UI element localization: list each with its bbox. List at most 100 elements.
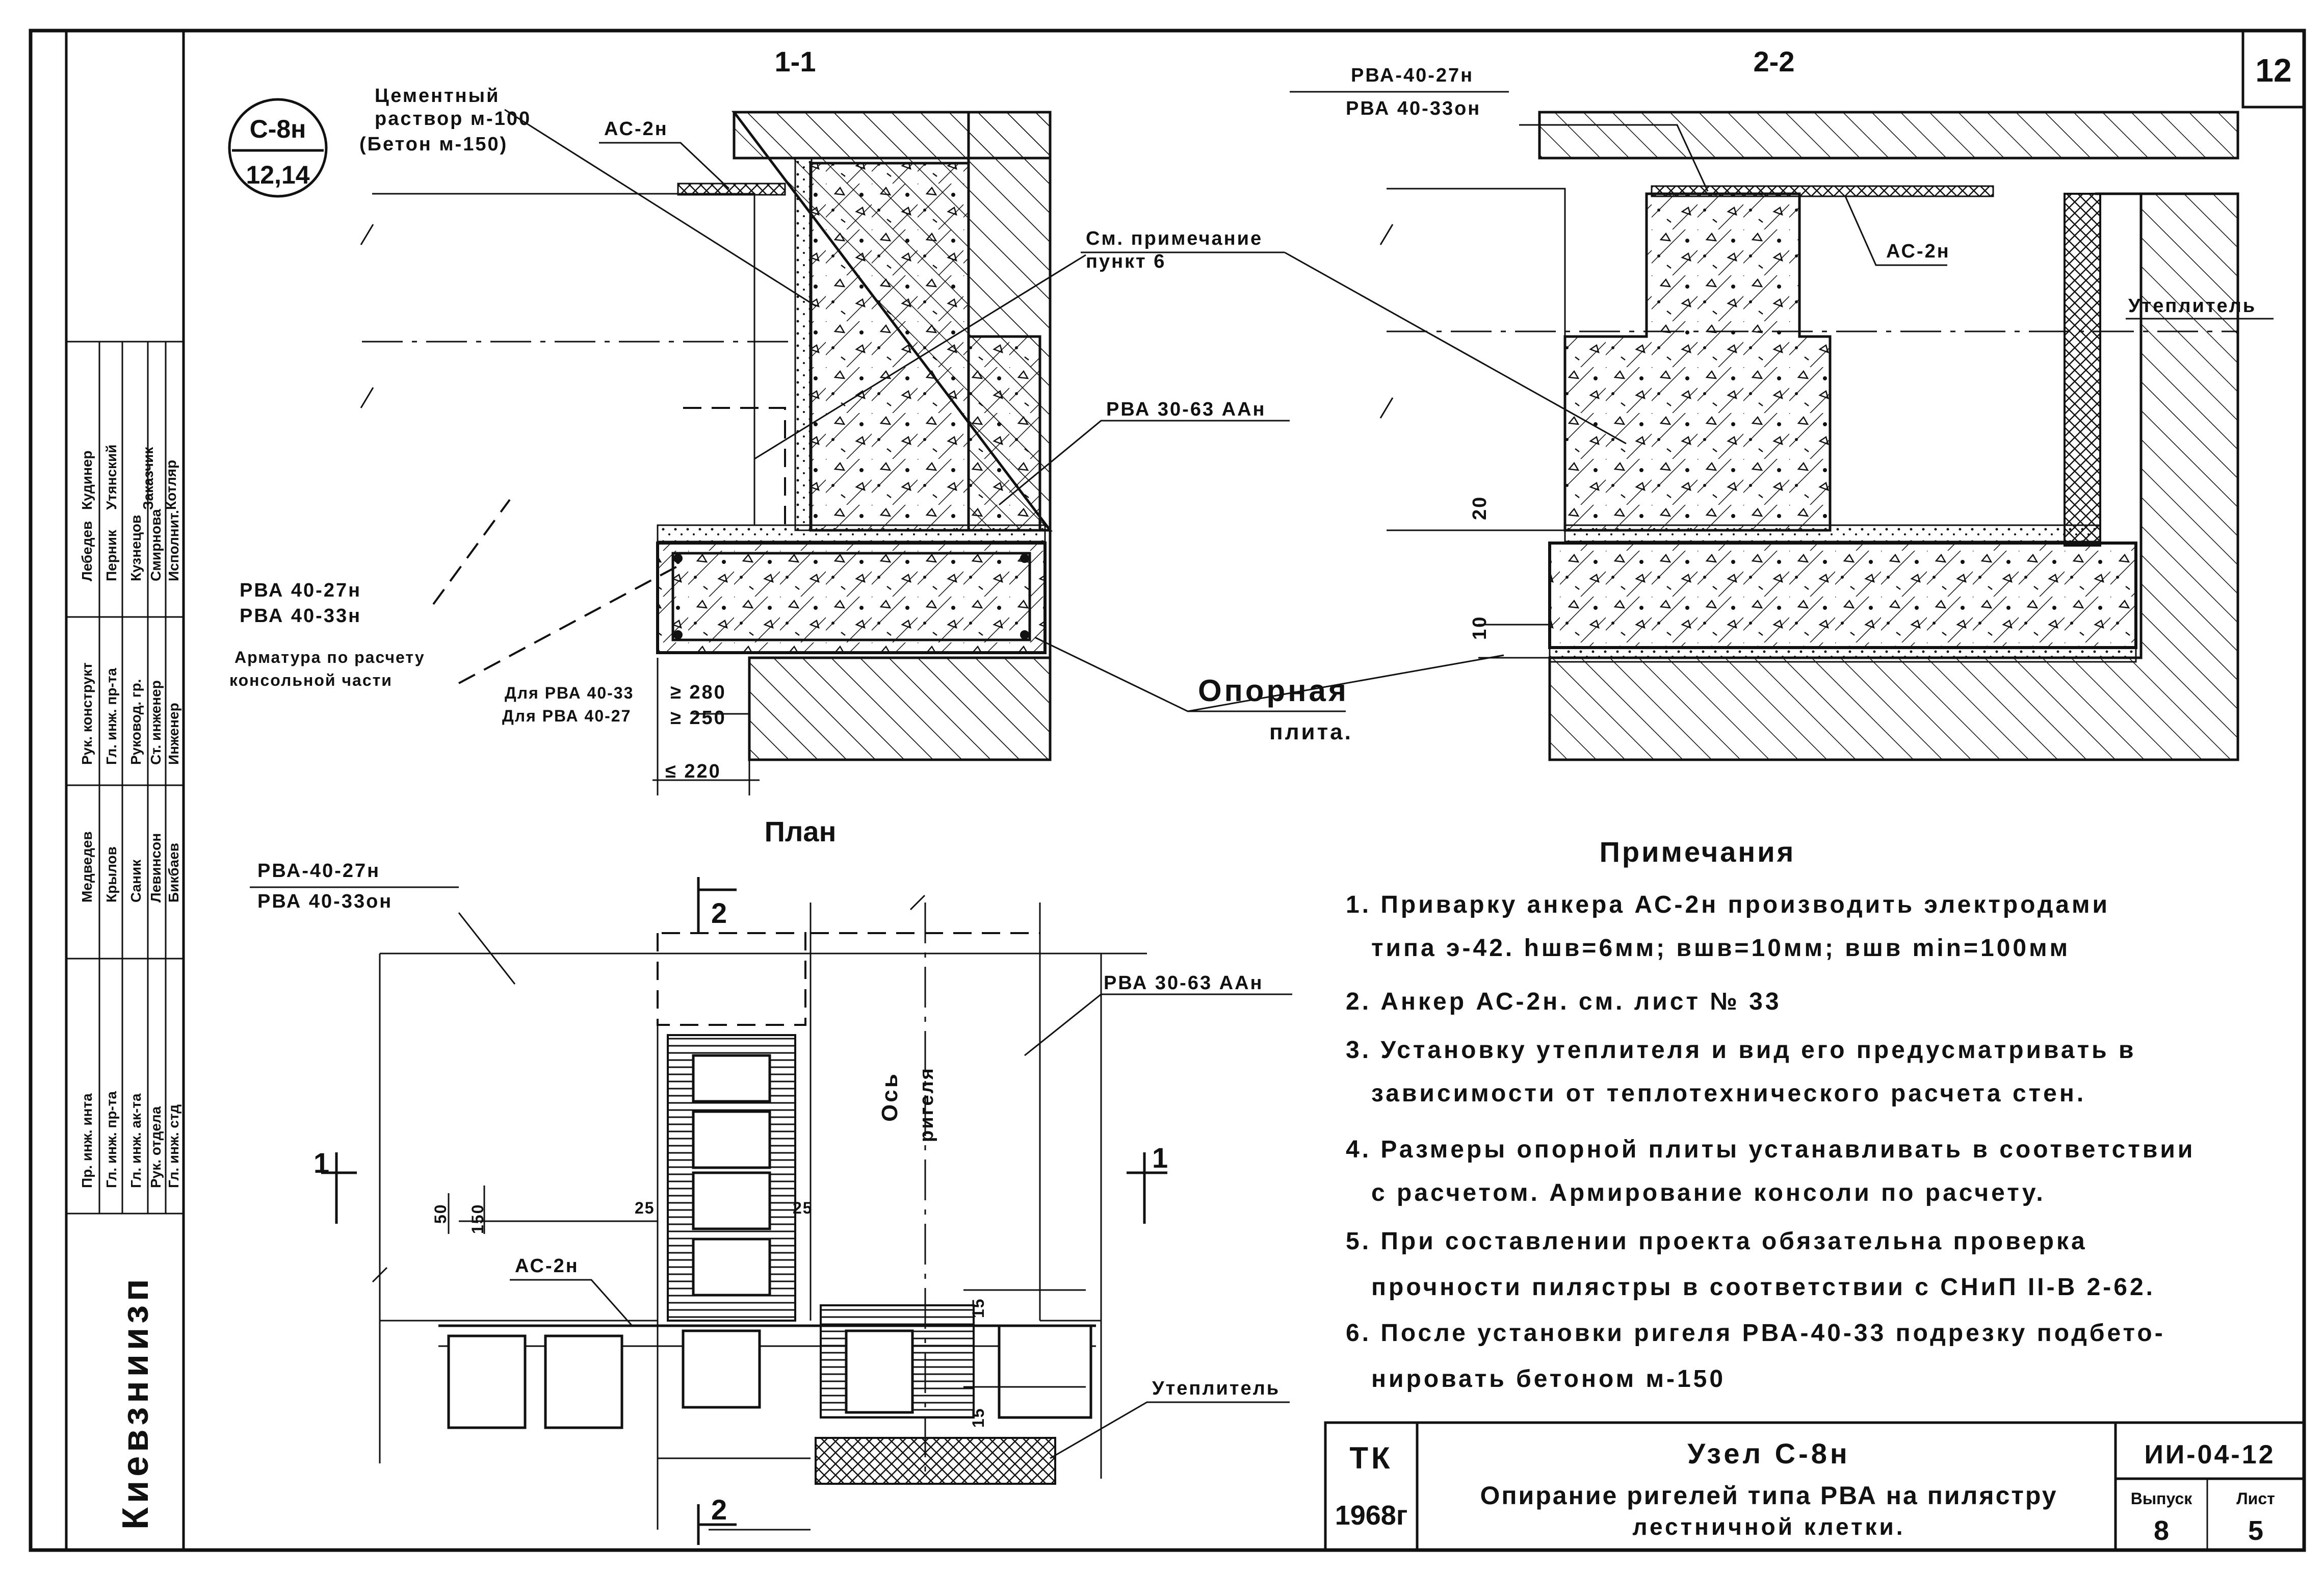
label-support-plate-2: плита.: [1269, 719, 1353, 744]
notes-block: Примечания 1. Приварку анкера АС-2н прои…: [1346, 836, 2195, 1393]
stamp-role-10: Инженер: [166, 703, 181, 765]
label-for-rva-27: Для РВА 40-27: [502, 707, 631, 725]
dim-15-top: 15: [969, 1298, 987, 1318]
node-marker: С-8н 12,14: [228, 98, 328, 198]
cut-1-right: 1: [1152, 1142, 1168, 1174]
dim-25-left: 25: [635, 1199, 655, 1217]
label-insulation-s22: Утеплитель: [2128, 295, 2256, 317]
dim-25-right: 25: [793, 1199, 813, 1217]
note-line-5: зависимости от теплотехнического расчета…: [1371, 1080, 2086, 1107]
cut-2-bottom: 2: [711, 1493, 727, 1526]
stamp-name-1: Медведев: [79, 831, 95, 903]
cut-1-left: 1: [314, 1147, 329, 1179]
stamp-role-1: Пр. инж. инта: [79, 1093, 95, 1188]
stamp-role-8: Руковод. гр.: [128, 679, 144, 765]
label-axis-2: ригеля: [916, 1067, 937, 1142]
label-rva-40-27-plan: РВА-40-27н: [257, 860, 380, 882]
sheet-number: 12: [2255, 52, 2291, 89]
node-marker-bottom: 12,14: [246, 161, 309, 189]
stamp-name-9: Смирнова: [148, 509, 164, 581]
label-reinf-note-2: консольной части: [229, 671, 393, 689]
sheet-number-box: [2241, 29, 2306, 109]
dim-250: ≥ 250: [670, 707, 726, 729]
stamp-role-9: Ст. инженер: [148, 680, 164, 765]
stamp-role-6: Рук. конструкт: [79, 662, 95, 765]
stamp-role-4: Рук. отдела: [148, 1106, 164, 1188]
label-anchor-plan: АС-2н: [515, 1255, 579, 1277]
title-sheet-label: Лист: [2236, 1489, 2275, 1508]
insulation-plan: [815, 1437, 1056, 1485]
stamp-role-2: Гл. инж. пр-та: [103, 1091, 119, 1188]
stamp-organization: Киевзниизп: [115, 1275, 156, 1530]
label-rva-40-33-s11: РВА 40-33н: [240, 605, 361, 627]
title-code: ИИ-04-12: [2144, 1440, 2275, 1470]
title-line-2: лестничной клетки.: [1632, 1513, 1905, 1540]
label-reinf-note-1: Арматура по расчету: [234, 648, 425, 666]
label-cement-mortar-1: Цементный: [375, 85, 500, 107]
stamp-sign-1: Кудинер: [79, 450, 95, 510]
stamp-name-6: Лебедев: [79, 521, 95, 581]
section-1-1-title: 1-1: [775, 45, 816, 78]
note-line-11: нировать бетоном м-150: [1371, 1365, 1726, 1393]
dim-50: 50: [431, 1203, 450, 1224]
dim-220: ≤ 220: [665, 761, 721, 782]
title-sheet-value: 5: [2248, 1515, 2263, 1546]
title-node: Узел С-8н: [1687, 1437, 1850, 1470]
label-support-plate-1: Опорная: [1198, 674, 1349, 708]
label-cement-mortar-3: (Бетон м-150): [359, 134, 508, 155]
section-2-2-title: 2-2: [1754, 45, 1795, 78]
dim-20: 20: [1469, 496, 1491, 520]
note-line-4: 3. Установку утеплителя и вид его предус…: [1346, 1037, 2136, 1064]
title-issue-value: 8: [2154, 1515, 2169, 1546]
label-rva-40-33-plan: РВА 40-33он: [257, 891, 393, 912]
stamp-role-7: Гл. инж. пр-та: [103, 668, 119, 765]
label-rva-40-27-s11: РВА 40-27н: [240, 580, 361, 601]
dim-10: 10: [1469, 615, 1491, 640]
stamp-role-3: Гл. инж. ак-та: [128, 1093, 144, 1188]
stamp-sign-4: Котляр: [163, 460, 179, 510]
label-rva-30-63-plan: РВА 30-63 ААн: [1104, 972, 1263, 994]
stamp-name-7: Перник: [103, 529, 119, 581]
sheet-frame: [29, 29, 2306, 1552]
label-cement-mortar-2: раствор м-100: [375, 108, 531, 130]
beam-end-2: [1563, 192, 1832, 532]
stamp-role-5: Гл. инж. стд: [166, 1104, 181, 1188]
title-year: 1968г: [1335, 1500, 1408, 1531]
label-rva-30-63: РВА 30-63 ААн: [1106, 399, 1266, 420]
label-rva-40-33-s22: РВА 40-33он: [1346, 98, 1481, 119]
label-see-note-2: пункт 6: [1086, 251, 1166, 272]
insulation-2: [2064, 193, 2101, 547]
section-2-2: 2-2: [1379, 45, 2239, 761]
note-line-2: типа э-42. hшв=6мм; вшв=10мм; вшв min=10…: [1371, 935, 2070, 962]
dim-280: ≥ 280: [670, 682, 726, 703]
stamp-sign-3: Заказчик: [140, 447, 156, 510]
note-line-8: 5. При составлении проекта обязательна п…: [1346, 1228, 2087, 1255]
stamp-sign-2: Утянский: [103, 445, 119, 510]
dim-150: 150: [468, 1204, 487, 1234]
plan-title: План: [765, 815, 837, 847]
stamp-name-10: Исполнит.: [166, 510, 181, 581]
approval-stamp: Пр. инж. инта Медведев Гл. инж. пр-та Кр…: [65, 31, 185, 1550]
note-line-3: 2. Анкер АС-2н. см. лист № 33: [1346, 988, 1782, 1015]
plan-view: План 2 2 1 1: [314, 815, 1168, 1545]
note-line-9: прочности пилястры в соответствии с СНиП…: [1371, 1274, 2155, 1301]
title-line-1: Опирание ригелей типа РВА на пилястру: [1480, 1481, 2057, 1510]
support-plate-1: [656, 542, 1047, 654]
label-for-rva-33: Для РВА 40-33: [505, 684, 634, 702]
stamp-name-8: Кузнецов: [128, 515, 144, 581]
title-issue-label: Выпуск: [2131, 1489, 2193, 1508]
stamp-name-5: Бикбаев: [166, 843, 181, 903]
label-axis-1: Ось: [877, 1072, 902, 1122]
stamp-name-2: Крылов: [103, 846, 119, 903]
note-line-7: с расчетом. Армирование консоли по расче…: [1371, 1179, 2046, 1206]
node-marker-top: С-8н: [250, 115, 306, 143]
note-line-10: 6. После установки ригеля РВА-40-33 подр…: [1346, 1320, 2165, 1347]
dim-15-bottom: 15: [969, 1407, 987, 1428]
stamp-name-4: Левинсон: [148, 833, 164, 903]
label-insulation-plan: Утеплитель: [1152, 1378, 1280, 1399]
title-block: ТК 1968г Узел С-8н Опирание ригелей типа…: [1324, 1421, 2306, 1552]
note-line-6: 4. Размеры опорной плиты устанавливать в…: [1346, 1136, 2195, 1163]
notes-title: Примечания: [1600, 836, 1796, 868]
label-rva-40-27-s22: РВА-40-27н: [1351, 65, 1474, 86]
